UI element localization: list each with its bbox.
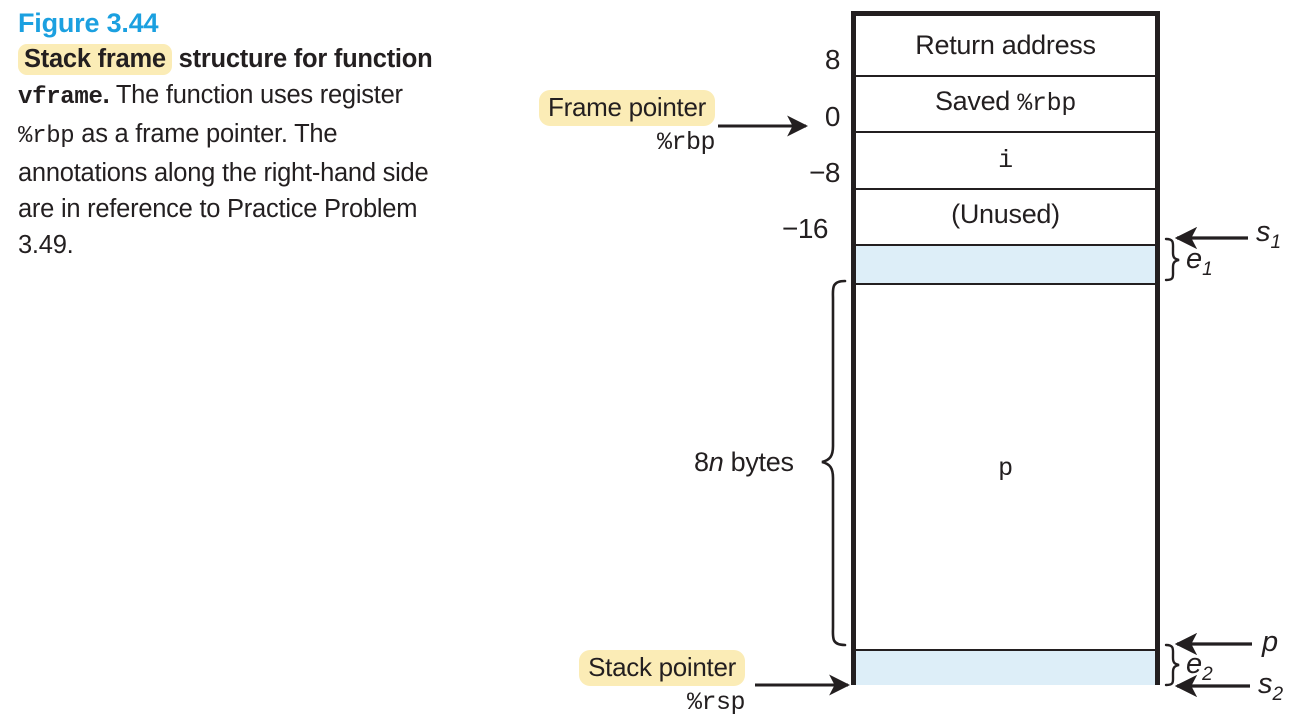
annotation-s2-symbol: s [1258, 668, 1273, 700]
frame-size-prefix: 8 [694, 447, 709, 477]
frame-size-suffix: bytes [723, 447, 794, 477]
stack-frame-box: Return address Saved %rbp i (Unused) p [851, 11, 1160, 685]
frame-pointer-label: Frame pointer %rbp [440, 90, 716, 157]
caption-bold-rest: structure for function [171, 45, 433, 73]
offset-label-neg8: −8 [809, 157, 840, 188]
frame-size-brace [821, 279, 847, 647]
annotation-s2-sub: 2 [1272, 683, 1284, 705]
frame-pointer-register: %rbp [656, 128, 716, 157]
cell-divider-6 [856, 649, 1155, 651]
frame-pointer-name: Frame pointer [539, 90, 715, 126]
annotation-e1-sub: 1 [1202, 258, 1213, 280]
offset-label-8: 8 [824, 44, 841, 75]
figure-number: Figure 3.44 [18, 8, 159, 38]
annotation-p-symbol: p [1262, 626, 1279, 658]
stack-pointer-label: Stack pointer %rsp [470, 650, 746, 717]
annotation-p: p [1262, 626, 1278, 664]
cell-saved-rbp: Saved %rbp [856, 86, 1155, 118]
caption-after-code: . [102, 81, 110, 109]
caption-code-rbp: %rbp [18, 123, 75, 150]
caption-line-5: in reference to Practice [60, 195, 318, 223]
annotation-e1: e1 [1186, 243, 1213, 281]
caption-line-1: The function uses register [115, 81, 403, 109]
cell-i: i [998, 146, 1013, 175]
cell-divider-4 [856, 244, 1155, 246]
caption-line-6: Problem 3.49. [18, 195, 418, 259]
e1-brace [1164, 237, 1180, 282]
annotation-e1-symbol: e [1186, 243, 1203, 275]
cell-divider-3 [856, 188, 1155, 190]
stack-pointer-name: Stack pointer [579, 650, 745, 686]
offset-label-neg16: −16 [782, 213, 829, 244]
cell-saved-register: %rbp [1017, 89, 1077, 118]
cell-unused: (Unused) [951, 199, 1060, 229]
caption-highlight: Stack frame [18, 44, 172, 75]
caption-code-vframe: vframe [18, 84, 103, 111]
figure-caption: Figure 3.44 Stack frame structure for fu… [18, 6, 448, 263]
caption-line-4: the right-hand side are [18, 159, 429, 223]
e2-brace [1164, 643, 1180, 687]
annotation-s1: s1 [1256, 216, 1281, 254]
frame-size-label: 8n bytes [694, 447, 794, 478]
annotation-e2: e2 [1186, 648, 1213, 686]
band-e1 [856, 244, 1155, 283]
cell-saved-prefix: Saved [934, 86, 1018, 116]
annotation-s1-symbol: s [1256, 216, 1271, 248]
cell-divider-5 [856, 283, 1155, 285]
stack-pointer-register: %rsp [686, 688, 746, 717]
caption-line-3: The annotations along [18, 120, 338, 187]
offset-label-0: 0 [824, 101, 841, 132]
figure-caption-text: Stack frame structure for function vfram… [18, 41, 448, 263]
frame-size-italic-n: n [708, 447, 724, 477]
cell-divider-1 [856, 75, 1155, 77]
annotation-e2-sub: 2 [1202, 663, 1213, 685]
cell-return-address: Return address [915, 30, 1096, 60]
cell-p: p [998, 454, 1013, 483]
caption-line-2-rest: as a frame pointer. [74, 120, 288, 148]
annotation-e2-symbol: e [1186, 648, 1203, 680]
annotation-s2: s2 [1258, 668, 1283, 706]
annotation-s1-sub: 1 [1270, 231, 1282, 253]
band-e2 [856, 649, 1155, 685]
cell-divider-2 [856, 131, 1155, 133]
